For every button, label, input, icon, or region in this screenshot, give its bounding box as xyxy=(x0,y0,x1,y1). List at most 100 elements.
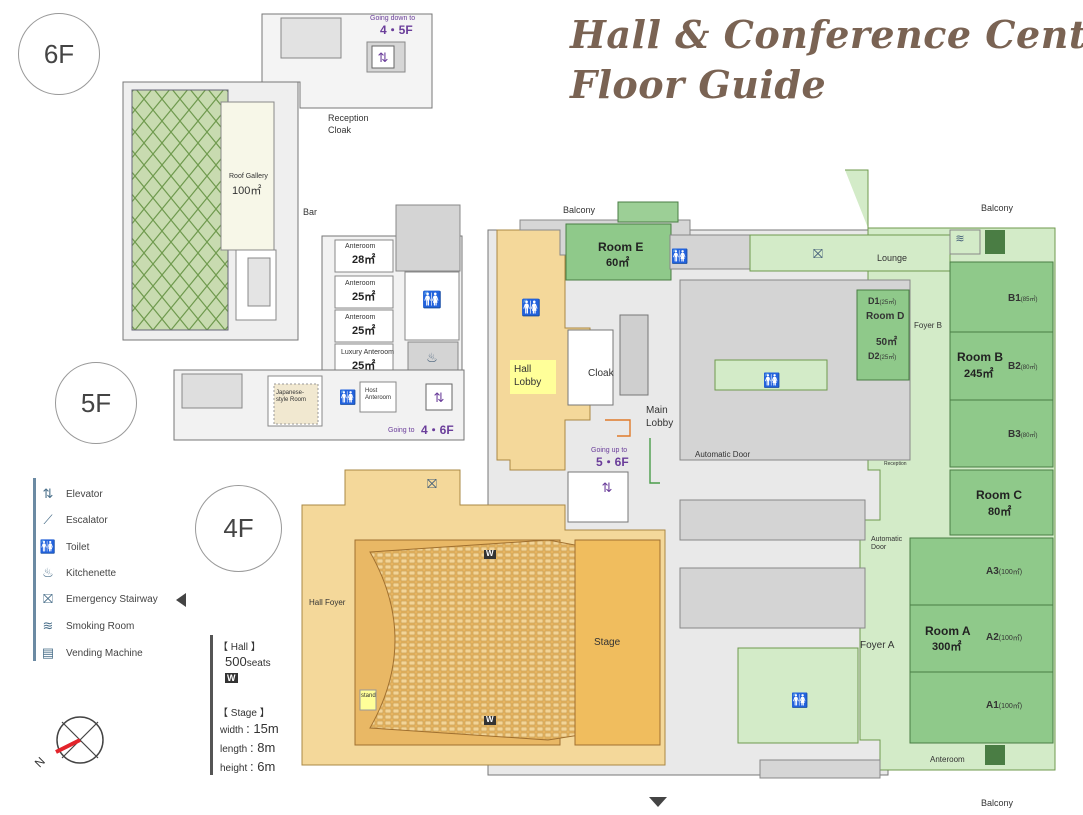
toilet-icon: 🚻 xyxy=(791,692,808,709)
legend-item-kitchenette: ♨ Kitchenette xyxy=(38,564,116,582)
a1-label: A1(100㎡) xyxy=(986,700,1022,711)
stage-length: length : 8m xyxy=(220,740,275,755)
balcony-top-label: Balcony xyxy=(563,205,596,215)
going-down-label: Going down to xyxy=(370,15,416,22)
hall-foyer-label: Hall Foyer xyxy=(309,598,346,607)
cloak-4f-label: Cloak xyxy=(588,368,614,379)
emergency-stairway-icon: ⛝ xyxy=(427,477,437,492)
d1-area: (25㎡) xyxy=(879,300,897,306)
room-a-label: Room A xyxy=(925,624,971,638)
toilet-icon: 🚻 xyxy=(39,539,57,554)
main-lobby-label: Main Lobby xyxy=(646,405,674,429)
page-title-line2: Floor Guide xyxy=(570,62,827,107)
page-title-line1: Hall & Conference Center xyxy=(570,12,1083,57)
host-anteroom-label: Host Anteroom xyxy=(365,388,392,401)
floor-6f-plan xyxy=(122,13,433,341)
stage-height: height : 6m xyxy=(220,759,275,774)
a3-label: A3(100㎡) xyxy=(986,566,1022,577)
anteroom-4f-label: Anteroom xyxy=(930,755,965,764)
anteroom-1-area: 28㎡ xyxy=(352,254,376,266)
hall-lobby-label: Hall Lobby xyxy=(514,364,542,388)
room-d-area: 50㎡ xyxy=(876,337,898,348)
toilet-icon: 🚻 xyxy=(521,298,541,317)
legend-label: Escalator xyxy=(66,514,108,526)
automatic-door-label-2: Automatic Door xyxy=(871,536,903,551)
w-badge: W xyxy=(225,673,238,683)
hall-seats: 500seats xyxy=(225,654,271,669)
legend-label: Elevator xyxy=(66,488,103,500)
anteroom-2-label: Anteroom xyxy=(345,280,376,287)
room-a-area: 300㎡ xyxy=(932,641,962,653)
map-symbols: 🚻 🚻 🚻 🚻 🚻 🚻 ⇅ ⇅ ⇅ ⛝ ⛝ ♨ ≋ xyxy=(339,51,964,709)
width-label: width xyxy=(220,725,244,736)
anteroom-3-area: 25㎡ xyxy=(352,325,376,337)
a2-area: (100㎡) xyxy=(998,635,1023,642)
foyer-b-label: Foyer B xyxy=(914,321,943,330)
d1-code: D1 xyxy=(868,296,880,306)
b2-label: B2(80㎡) xyxy=(1008,361,1037,372)
legend-label: Emergency Stairway xyxy=(66,593,158,605)
room-e-label: Room E xyxy=(598,240,644,254)
luxury-anteroom-label: Luxury Anteroom xyxy=(341,349,394,356)
toilet-icon: 🚻 xyxy=(339,389,356,406)
anteroom-1-label: Anteroom xyxy=(345,243,376,250)
smoking-room-icon: ≋ xyxy=(955,232,964,245)
toilet-icon: 🚻 xyxy=(763,372,780,389)
down-arrow-icon xyxy=(649,797,667,807)
going-to-label: Going to xyxy=(388,427,415,434)
specs-bar xyxy=(210,635,213,775)
w-mark-upper: W xyxy=(484,549,496,559)
hall-heading: 【 Hall 】 xyxy=(218,642,261,653)
smoking-room-icon: ≋ xyxy=(42,618,54,633)
floor-label-5f: 5F xyxy=(55,362,137,444)
seats-unit: seats xyxy=(246,658,271,669)
elevator-icon: ⇅ xyxy=(378,51,389,66)
legend-item-elevator: ⇅ Elevator xyxy=(38,485,103,503)
b2-area: (80㎡) xyxy=(1020,365,1038,371)
going-up-target: 5・6F xyxy=(596,455,629,469)
room-b-area: 245㎡ xyxy=(964,368,994,380)
reception-6f-label: Reception xyxy=(328,113,369,123)
room-c-label: Room C xyxy=(976,488,1022,502)
room-c-area: 80㎡ xyxy=(988,506,1012,518)
legend-label: Kitchenette xyxy=(66,567,117,579)
stand-label: stand xyxy=(361,693,376,699)
seats-count: 500 xyxy=(225,654,247,669)
floor-4f-plan xyxy=(301,169,1056,779)
elevator-icon: ⇅ xyxy=(42,486,54,501)
b3-code: B3 xyxy=(1008,429,1021,440)
japanese-room-label: Japanese-style Room xyxy=(276,390,307,403)
anteroom-2-area: 25㎡ xyxy=(352,291,376,303)
d2-area: (25㎡) xyxy=(879,355,897,361)
kitchenette-icon: ♨ xyxy=(42,565,54,580)
stage-label: Stage xyxy=(594,637,621,648)
length-value: : 8m xyxy=(250,740,276,755)
legend-label: Vending Machine xyxy=(66,647,143,659)
pointer-arrow-icon xyxy=(176,593,186,607)
going-up-label: Going up to xyxy=(591,447,628,454)
room-e-area: 60㎡ xyxy=(606,257,630,269)
a3-code: A3 xyxy=(986,566,999,577)
going-to-target: 4・6F xyxy=(421,423,454,437)
b3-area: (80㎡) xyxy=(1020,433,1038,439)
emergency-stairway-icon: ⛝ xyxy=(43,591,53,606)
elevator-icon: ⇅ xyxy=(434,391,445,406)
width-value: : 15m xyxy=(246,721,279,736)
roof-gallery-area: 100㎡ xyxy=(232,185,262,197)
balcony-right-label: Balcony xyxy=(981,203,1014,213)
floor-5f-plan xyxy=(173,204,465,441)
legend-bar xyxy=(33,478,36,661)
a1-code: A1 xyxy=(986,700,999,711)
d2-label: D2(25㎡) xyxy=(868,351,897,362)
balcony-bottom-label: Balcony xyxy=(981,798,1014,808)
w-mark-lower: W xyxy=(484,715,496,725)
floor-label-6f: 6F xyxy=(18,13,100,95)
stage-heading: 【 Stage 】 xyxy=(218,708,270,719)
b2-code: B2 xyxy=(1008,361,1021,372)
a3-area: (100㎡) xyxy=(998,569,1023,576)
b1-label: B1(85㎡) xyxy=(1008,293,1037,304)
d2-code: D2 xyxy=(868,351,880,361)
height-value: : 6m xyxy=(250,759,276,774)
legend-label: Toilet xyxy=(66,541,90,553)
